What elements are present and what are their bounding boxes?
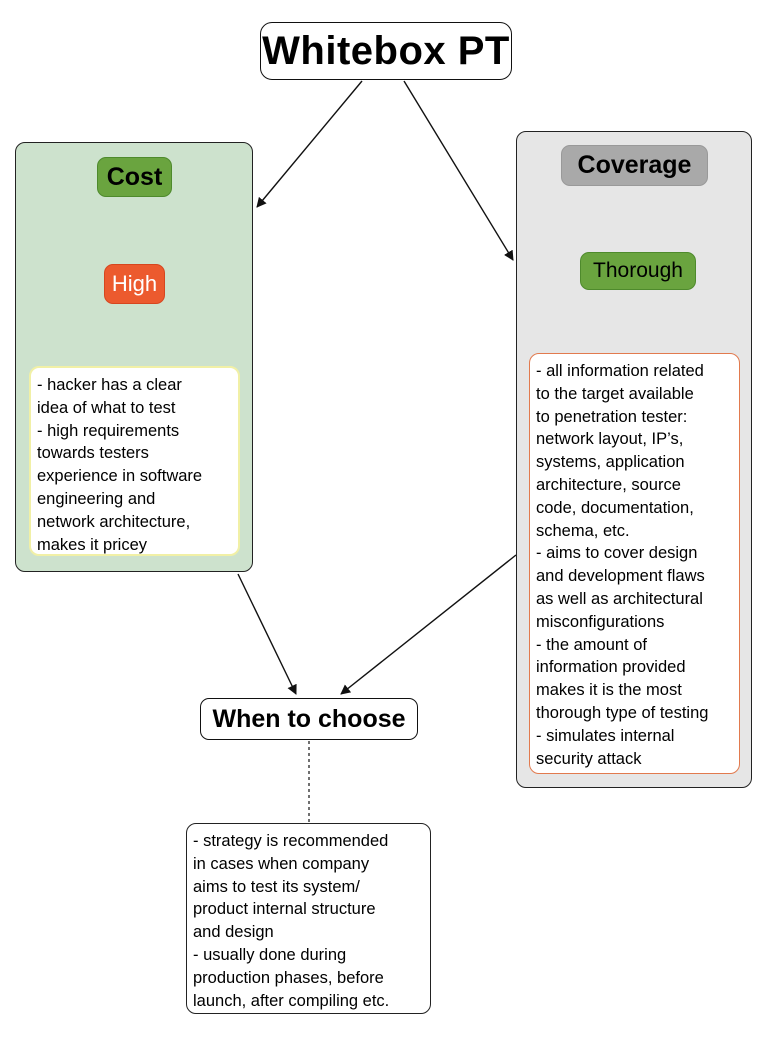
- choose-line: launch, after compiling etc.: [193, 991, 390, 1010]
- choose-line: aims to test its system/: [193, 877, 360, 896]
- coverage-line: - aims to cover design: [536, 544, 698, 563]
- coverage-value-badge: Thorough: [580, 252, 696, 290]
- coverage-line: schema, etc.: [536, 521, 630, 540]
- coverage-line: thorough type of testing: [536, 703, 709, 722]
- arrow-title-to-cost: [256, 80, 363, 208]
- coverage-label: Coverage: [561, 145, 708, 186]
- coverage-description: - all information related to the target …: [529, 353, 740, 774]
- coverage-line: as well as architectural: [536, 589, 703, 608]
- choose-line: and design: [193, 923, 274, 942]
- cost-value-badge: High: [104, 264, 165, 304]
- choose-line: - strategy is recommended: [193, 832, 389, 850]
- arrow-title-to-coverage: [403, 80, 514, 261]
- coverage-line: to the target available: [536, 384, 694, 403]
- cost-label: Cost: [97, 157, 172, 197]
- coverage-line: and development flaws: [536, 567, 705, 586]
- arrow-cost-to-choose: [237, 573, 297, 695]
- cost-line: engineering and: [37, 489, 156, 508]
- arrow-coverage-to-choose: [340, 554, 517, 695]
- cost-line: - high requirements: [37, 421, 180, 440]
- coverage-line: security attack: [536, 749, 642, 768]
- coverage-line: architecture, source: [536, 475, 681, 494]
- coverage-line: misconfigurations: [536, 612, 665, 631]
- coverage-line: information provided: [536, 658, 686, 677]
- coverage-line: code, documentation,: [536, 498, 694, 517]
- choose-line: production phases, before: [193, 968, 384, 987]
- choose-line: product internal structure: [193, 900, 376, 919]
- coverage-line: systems, application: [536, 453, 685, 472]
- choose-line: in cases when company: [193, 854, 370, 873]
- cost-line: idea of what to test: [37, 398, 176, 417]
- cost-line: network architecture,: [37, 512, 191, 531]
- coverage-line: network layout, IP’s,: [536, 430, 684, 449]
- coverage-line: - all information related: [536, 362, 704, 380]
- choose-line: - usually done during: [193, 945, 347, 964]
- cost-line: towards testers: [37, 444, 149, 463]
- coverage-line: makes it is the most: [536, 681, 682, 700]
- cost-line: - hacker has a clear: [37, 376, 182, 394]
- diagram-title: Whitebox PT: [260, 22, 512, 80]
- coverage-line: - the amount of: [536, 635, 647, 654]
- cost-line: experience in software: [37, 467, 203, 486]
- when-to-choose-label: When to choose: [200, 698, 418, 740]
- coverage-line: to penetration tester:: [536, 407, 688, 426]
- coverage-line: - simulates internal: [536, 726, 675, 745]
- cost-line: makes it pricey: [37, 535, 148, 554]
- when-to-choose-description: - strategy is recommended in cases when …: [186, 823, 431, 1014]
- cost-description: - hacker has a clear idea of what to tes…: [29, 366, 240, 556]
